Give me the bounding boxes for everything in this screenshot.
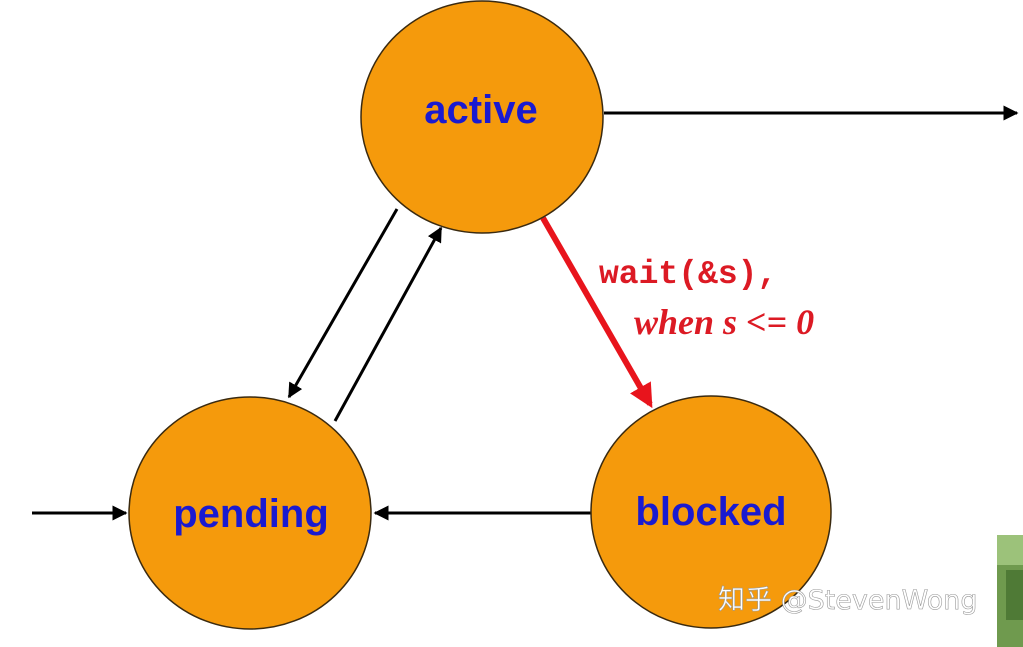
pending-to-active-arrow (335, 228, 441, 421)
state-blocked-label: blocked (635, 490, 786, 534)
corner-photo-fragment (997, 535, 1023, 647)
state-active: active (361, 1, 603, 233)
state-pending-label: pending (173, 492, 329, 536)
wait-condition-label: when s <= 0 (634, 302, 814, 342)
state-active-label: active (424, 88, 537, 132)
state-pending: pending (129, 397, 371, 629)
watermark-text: 知乎 @StevenWong (718, 585, 978, 616)
active-to-pending-arrow (289, 209, 397, 397)
wait-call-label: wait(&s), (599, 256, 777, 293)
